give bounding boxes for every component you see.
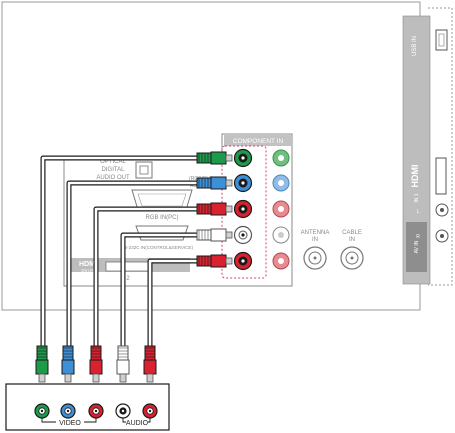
usb-port-inner xyxy=(438,33,445,47)
device-jack-pin xyxy=(66,409,70,413)
device-plug-tip xyxy=(146,373,154,383)
tv-plug-head xyxy=(210,202,227,216)
device-group xyxy=(5,383,170,431)
tv-plug-head xyxy=(210,176,227,190)
side-av-port-r-center xyxy=(440,234,444,238)
component-in-label: COMPONENT IN xyxy=(233,138,284,145)
cable-label-1: CABLE xyxy=(342,230,362,236)
component-r-right-center xyxy=(278,258,284,264)
device-plug-head xyxy=(143,359,157,375)
device-plug-head xyxy=(116,359,130,375)
component-highlight-box xyxy=(221,145,267,279)
device-plug-tip xyxy=(64,373,72,383)
device-audio-label: AUDIO xyxy=(126,420,149,427)
side-av-label: AV IN xyxy=(414,240,420,253)
antenna-port-pin xyxy=(313,256,317,260)
tv-plug-head xyxy=(210,254,227,268)
cable-core xyxy=(41,156,204,346)
side-hdmi-logo: HDMI xyxy=(410,165,420,188)
cable-core xyxy=(67,181,204,346)
device-plug-tip xyxy=(38,373,46,383)
component-pr-right-center xyxy=(278,206,284,212)
tv-plug-tip xyxy=(225,257,233,265)
usb-in-label: USB IN xyxy=(412,36,418,56)
device-plug-tip xyxy=(92,373,100,383)
rs232c-label: RS-232C IN(CONTROL&SERVICE) xyxy=(121,245,193,250)
side-hdmi-port[interactable] xyxy=(435,157,447,195)
cable-group xyxy=(35,148,253,383)
tv-plug-head xyxy=(210,228,227,242)
tv-plug-tip xyxy=(225,205,233,213)
audio-group-bracket xyxy=(122,418,151,423)
hdmi-sub-label: DVI IN xyxy=(81,268,94,273)
hdmi-port[interactable] xyxy=(105,261,151,272)
device-plug-head xyxy=(61,359,75,375)
optical-port-inner xyxy=(139,165,149,175)
tv-plug-tip xyxy=(225,231,233,239)
hdmi-logo: HDMI xyxy=(79,261,97,268)
cable-core xyxy=(94,207,204,346)
cable-core xyxy=(148,259,204,346)
component-l-right-center xyxy=(278,232,284,238)
device-video-label: VIDEO xyxy=(59,420,81,427)
cable-label-2: IN xyxy=(349,237,355,243)
side-port-l-label: L xyxy=(417,209,420,215)
rgb-in-label: RGB IN(PC) xyxy=(146,215,179,221)
optical-label-2: DIGITAL xyxy=(102,167,126,173)
component-y-right-center xyxy=(278,155,284,161)
device-plug-head xyxy=(89,359,103,375)
device-jack-pin xyxy=(148,409,152,413)
tv-plug-tip xyxy=(225,154,233,162)
device-jack-pin xyxy=(94,409,98,413)
side-av-port-l-center xyxy=(440,208,444,212)
side-hdmi-sub: IN 1 xyxy=(414,193,420,202)
hdmi-port-number: 2 xyxy=(126,276,130,282)
tv-component-jack-pin xyxy=(241,156,245,160)
device-jack-pin xyxy=(121,409,125,413)
component-pb-right-center xyxy=(278,180,284,186)
optical-label-1: OPTICAL xyxy=(100,159,126,165)
tv-plug-tip xyxy=(225,179,233,187)
tv-component-jack-pin xyxy=(241,259,245,263)
rgb-in-port-inner xyxy=(137,193,187,207)
side-av-box xyxy=(406,222,427,272)
antenna-label-2: IN xyxy=(312,237,318,243)
cable-port-pin xyxy=(350,256,354,260)
tv-component-jack-pin xyxy=(241,233,245,237)
side-port-r-label: R xyxy=(416,234,420,240)
tv-plug-head xyxy=(210,151,227,165)
antenna-label-1: ANTENNA xyxy=(301,230,330,236)
tv-component-jack-pin xyxy=(241,207,245,211)
device-plug-tip xyxy=(119,373,127,383)
video-group-bracket xyxy=(41,418,97,423)
component-in-header xyxy=(224,135,292,146)
device-jack-pin xyxy=(40,409,44,413)
cable-core xyxy=(121,233,204,346)
optical-label-3: AUDIO OUT xyxy=(96,175,130,181)
device-plug-head xyxy=(35,359,49,375)
tv-side-edge xyxy=(428,7,453,286)
tv-component-jack-pin xyxy=(241,181,245,185)
